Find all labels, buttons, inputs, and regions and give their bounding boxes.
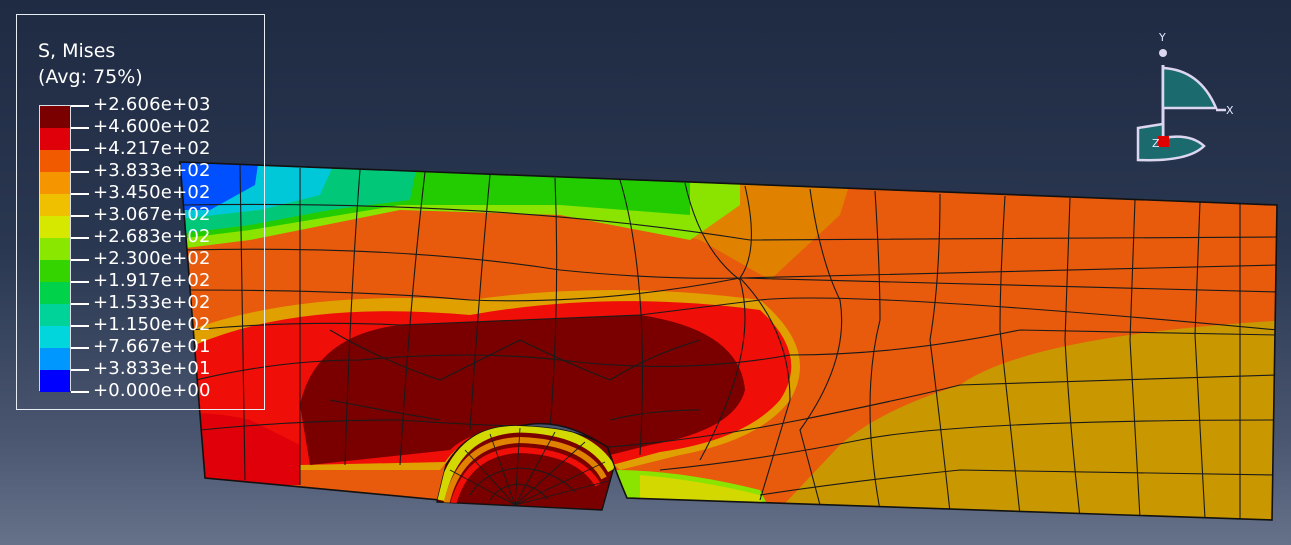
legend-tick xyxy=(71,281,89,283)
semicircular-notch xyxy=(436,425,615,511)
legend-value-label: +1.917e+02 xyxy=(93,270,211,291)
z-axis-label: Z xyxy=(1152,137,1160,150)
legend-swatch xyxy=(40,348,70,370)
legend-tick xyxy=(71,105,89,107)
view-triad[interactable]: Y X Z xyxy=(1130,28,1240,178)
legend-tick xyxy=(71,259,89,261)
legend-tick xyxy=(71,237,89,239)
legend-subtitle: (Avg: 75%) xyxy=(38,66,143,88)
xy-plane xyxy=(1161,66,1218,110)
y-axis-label: Y xyxy=(1158,31,1166,44)
legend-tick xyxy=(71,171,89,173)
legend-value-label: +2.300e+02 xyxy=(93,248,211,269)
legend-value-label: +2.606e+03 xyxy=(93,94,211,115)
fem-model[interactable] xyxy=(170,150,1290,530)
legend-value-label: +7.667e+01 xyxy=(93,336,211,357)
legend-value-label: +3.450e+02 xyxy=(93,182,211,203)
legend-swatch xyxy=(40,260,70,282)
legend-value-label: +3.833e+01 xyxy=(93,358,211,379)
y-axis-tip xyxy=(1159,49,1167,57)
legend-tick xyxy=(71,149,89,151)
legend-value-label: +2.683e+02 xyxy=(93,226,211,247)
legend-tick xyxy=(71,303,89,305)
legend-value-label: +1.150e+02 xyxy=(93,314,211,335)
legend-value-label: +3.833e+02 xyxy=(93,160,211,181)
legend-value-label: +4.600e+02 xyxy=(93,116,211,137)
stress-contour xyxy=(180,162,1277,520)
legend-swatch xyxy=(40,128,70,150)
contour-dark-red xyxy=(300,315,745,465)
contour-legend[interactable]: S, Mises (Avg: 75%) +2.606e+03+4.600e+02… xyxy=(16,14,265,410)
legend-swatch xyxy=(40,150,70,172)
legend-value-label: +0.000e+00 xyxy=(93,380,211,401)
legend-swatch xyxy=(40,194,70,216)
legend-swatch xyxy=(40,216,70,238)
legend-title: S, Mises xyxy=(38,40,116,62)
legend-swatch xyxy=(40,238,70,260)
legend-tick xyxy=(71,391,89,393)
legend-swatch xyxy=(40,370,70,392)
legend-swatch xyxy=(40,172,70,194)
legend-swatch xyxy=(40,282,70,304)
legend-swatch xyxy=(40,304,70,326)
legend-tick xyxy=(71,215,89,217)
xz-plane xyxy=(1136,122,1206,162)
legend-tick xyxy=(71,325,89,327)
legend-value-label: +4.217e+02 xyxy=(93,138,211,159)
legend-value-label: +3.067e+02 xyxy=(93,204,211,225)
legend-color-bar xyxy=(39,105,71,392)
legend-swatch xyxy=(40,326,70,348)
legend-tick xyxy=(71,193,89,195)
x-axis-label: X xyxy=(1226,104,1234,117)
legend-value-label: +1.533e+02 xyxy=(93,292,211,313)
legend-tick xyxy=(71,369,89,371)
legend-tick xyxy=(71,127,89,129)
legend-tick xyxy=(71,347,89,349)
legend-swatch xyxy=(40,106,70,128)
z-axis-marker xyxy=(1158,136,1169,147)
